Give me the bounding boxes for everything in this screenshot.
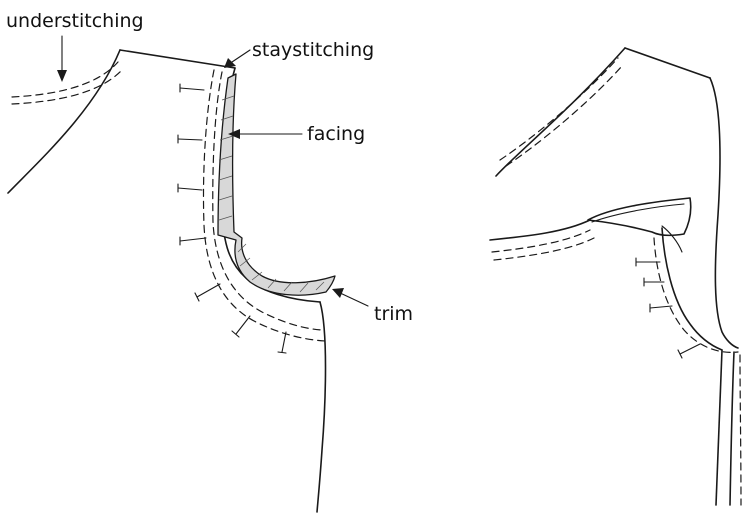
left-garment-drawing — [8, 36, 368, 512]
right-chest-edge — [490, 220, 590, 240]
right-armhole-edge — [710, 78, 738, 348]
right-lower-armhole — [662, 228, 722, 350]
right-neckline-dash-2 — [506, 66, 622, 166]
right-staystitching — [654, 238, 738, 352]
understitching-arrowhead — [57, 70, 67, 82]
label-understitching: understitching — [6, 10, 144, 32]
right-chest-dash-2 — [494, 238, 594, 260]
left-armhole-edge — [222, 68, 320, 302]
left-shoulder-edge — [120, 50, 235, 68]
staystitching-arrowhead — [224, 58, 236, 68]
right-side-seam-dash — [740, 355, 741, 505]
right-shoulder-edge — [625, 48, 710, 78]
right-garment-drawing — [490, 48, 741, 505]
left-side-seam — [317, 302, 326, 512]
label-facing: facing — [307, 123, 365, 145]
right-facing-flap — [588, 198, 691, 235]
right-neckline-dash — [500, 58, 618, 160]
trim-arrow — [338, 292, 368, 306]
staystitching-arrow — [232, 50, 250, 62]
right-facing-curl — [662, 226, 682, 252]
trim-arrowhead — [332, 288, 344, 298]
understitching-line-2 — [12, 70, 122, 104]
label-staystitching: staystitching — [252, 39, 374, 61]
right-side-seam — [716, 350, 722, 505]
right-side-seam-2 — [730, 352, 734, 505]
understitching-line — [12, 62, 118, 97]
label-trim: trim — [374, 303, 413, 325]
right-neckline-edge — [496, 48, 625, 176]
facing-strip — [218, 74, 335, 295]
